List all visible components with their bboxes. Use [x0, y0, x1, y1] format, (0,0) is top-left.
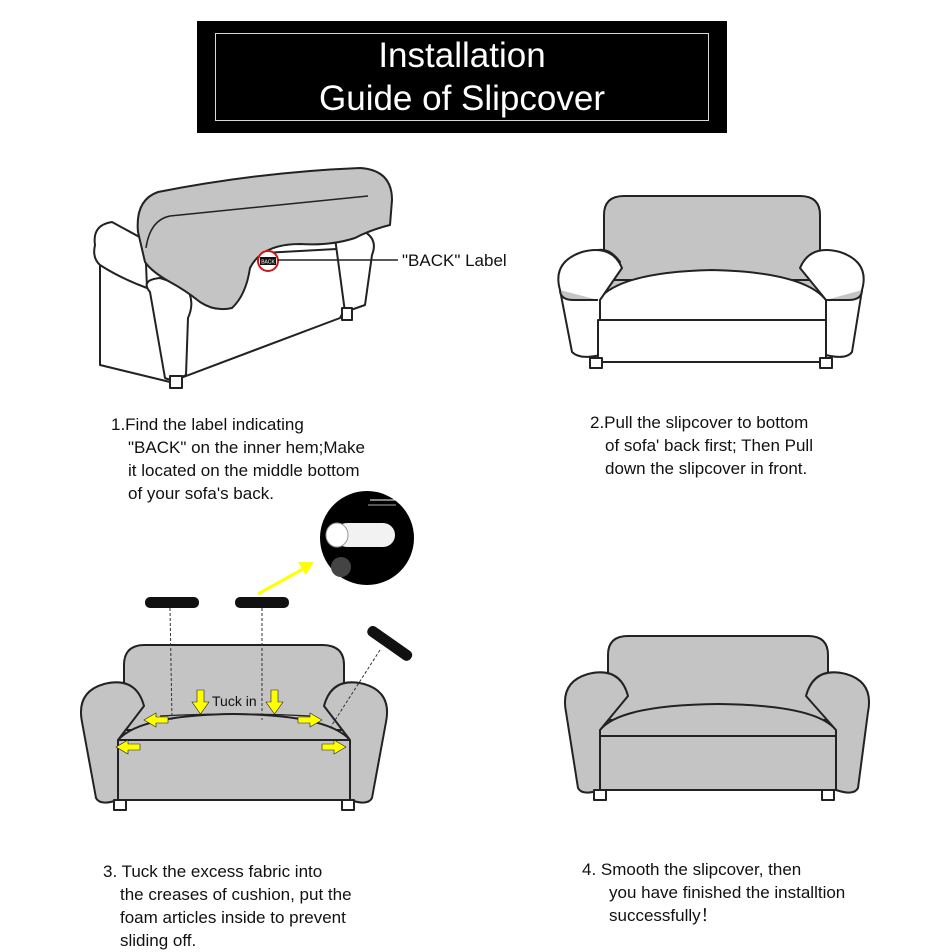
- step-4-text: 4. Smooth the slipcover, then you have f…: [582, 858, 845, 927]
- foam-bars: [145, 597, 413, 661]
- step-1-line: 1.Find the label indicating: [111, 415, 304, 434]
- tuck-in-label: Tuck in: [212, 693, 257, 709]
- step-2-text: 2.Pull the slipcover to bottom of sofa' …: [590, 411, 813, 480]
- step-1-line: it located on the middle bottom: [128, 461, 360, 480]
- step-4-line: you have finished the installtion: [609, 883, 846, 902]
- step-3-text: 3. Tuck the excess fabric into the creas…: [103, 860, 352, 952]
- sofa-step-1-illustration: BACK: [93, 167, 398, 389]
- sofa-step-2-illustration: [557, 195, 865, 369]
- back-label-callout: "BACK" Label: [402, 251, 507, 270]
- step-2-line: down the slipcover in front.: [605, 459, 808, 478]
- tuck-arrow-icon: [115, 689, 347, 755]
- step-4-line: 4. Smooth the slipcover, then: [582, 860, 802, 879]
- step-3-line: foam articles inside to prevent: [120, 908, 346, 927]
- step-1-text: 1.Find the label indicating "BACK" on th…: [111, 413, 365, 505]
- sofa-step-3-illustration: [80, 644, 388, 811]
- title-line-2: Guide of Slipcover: [319, 79, 605, 118]
- step-2-line: of sofa' back first; Then Pull: [605, 436, 813, 455]
- title-banner: Installation Guide of Slipcover: [197, 21, 727, 133]
- guide-lines: [169, 607, 381, 729]
- step-4-line: successfully！: [609, 906, 718, 925]
- foam-stick-icon: [320, 491, 414, 585]
- step-2-line: 2.Pull the slipcover to bottom: [590, 413, 809, 432]
- pointer-arrow-icon: [257, 562, 314, 596]
- step-1-line: of your sofa's back.: [128, 484, 274, 503]
- step-3-line: sliding off.: [120, 931, 197, 950]
- title-frame: Installation Guide of Slipcover: [215, 33, 709, 121]
- sofa-step-4-illustration: [564, 635, 870, 801]
- back-tag-text: BACK: [261, 260, 275, 266]
- step-3-line: the creases of cushion, put the: [120, 885, 352, 904]
- step-3-line: 3. Tuck the excess fabric into: [103, 862, 323, 881]
- title-line-1: Installation: [378, 36, 546, 75]
- step-1-line: "BACK" on the inner hem;Make: [128, 438, 365, 457]
